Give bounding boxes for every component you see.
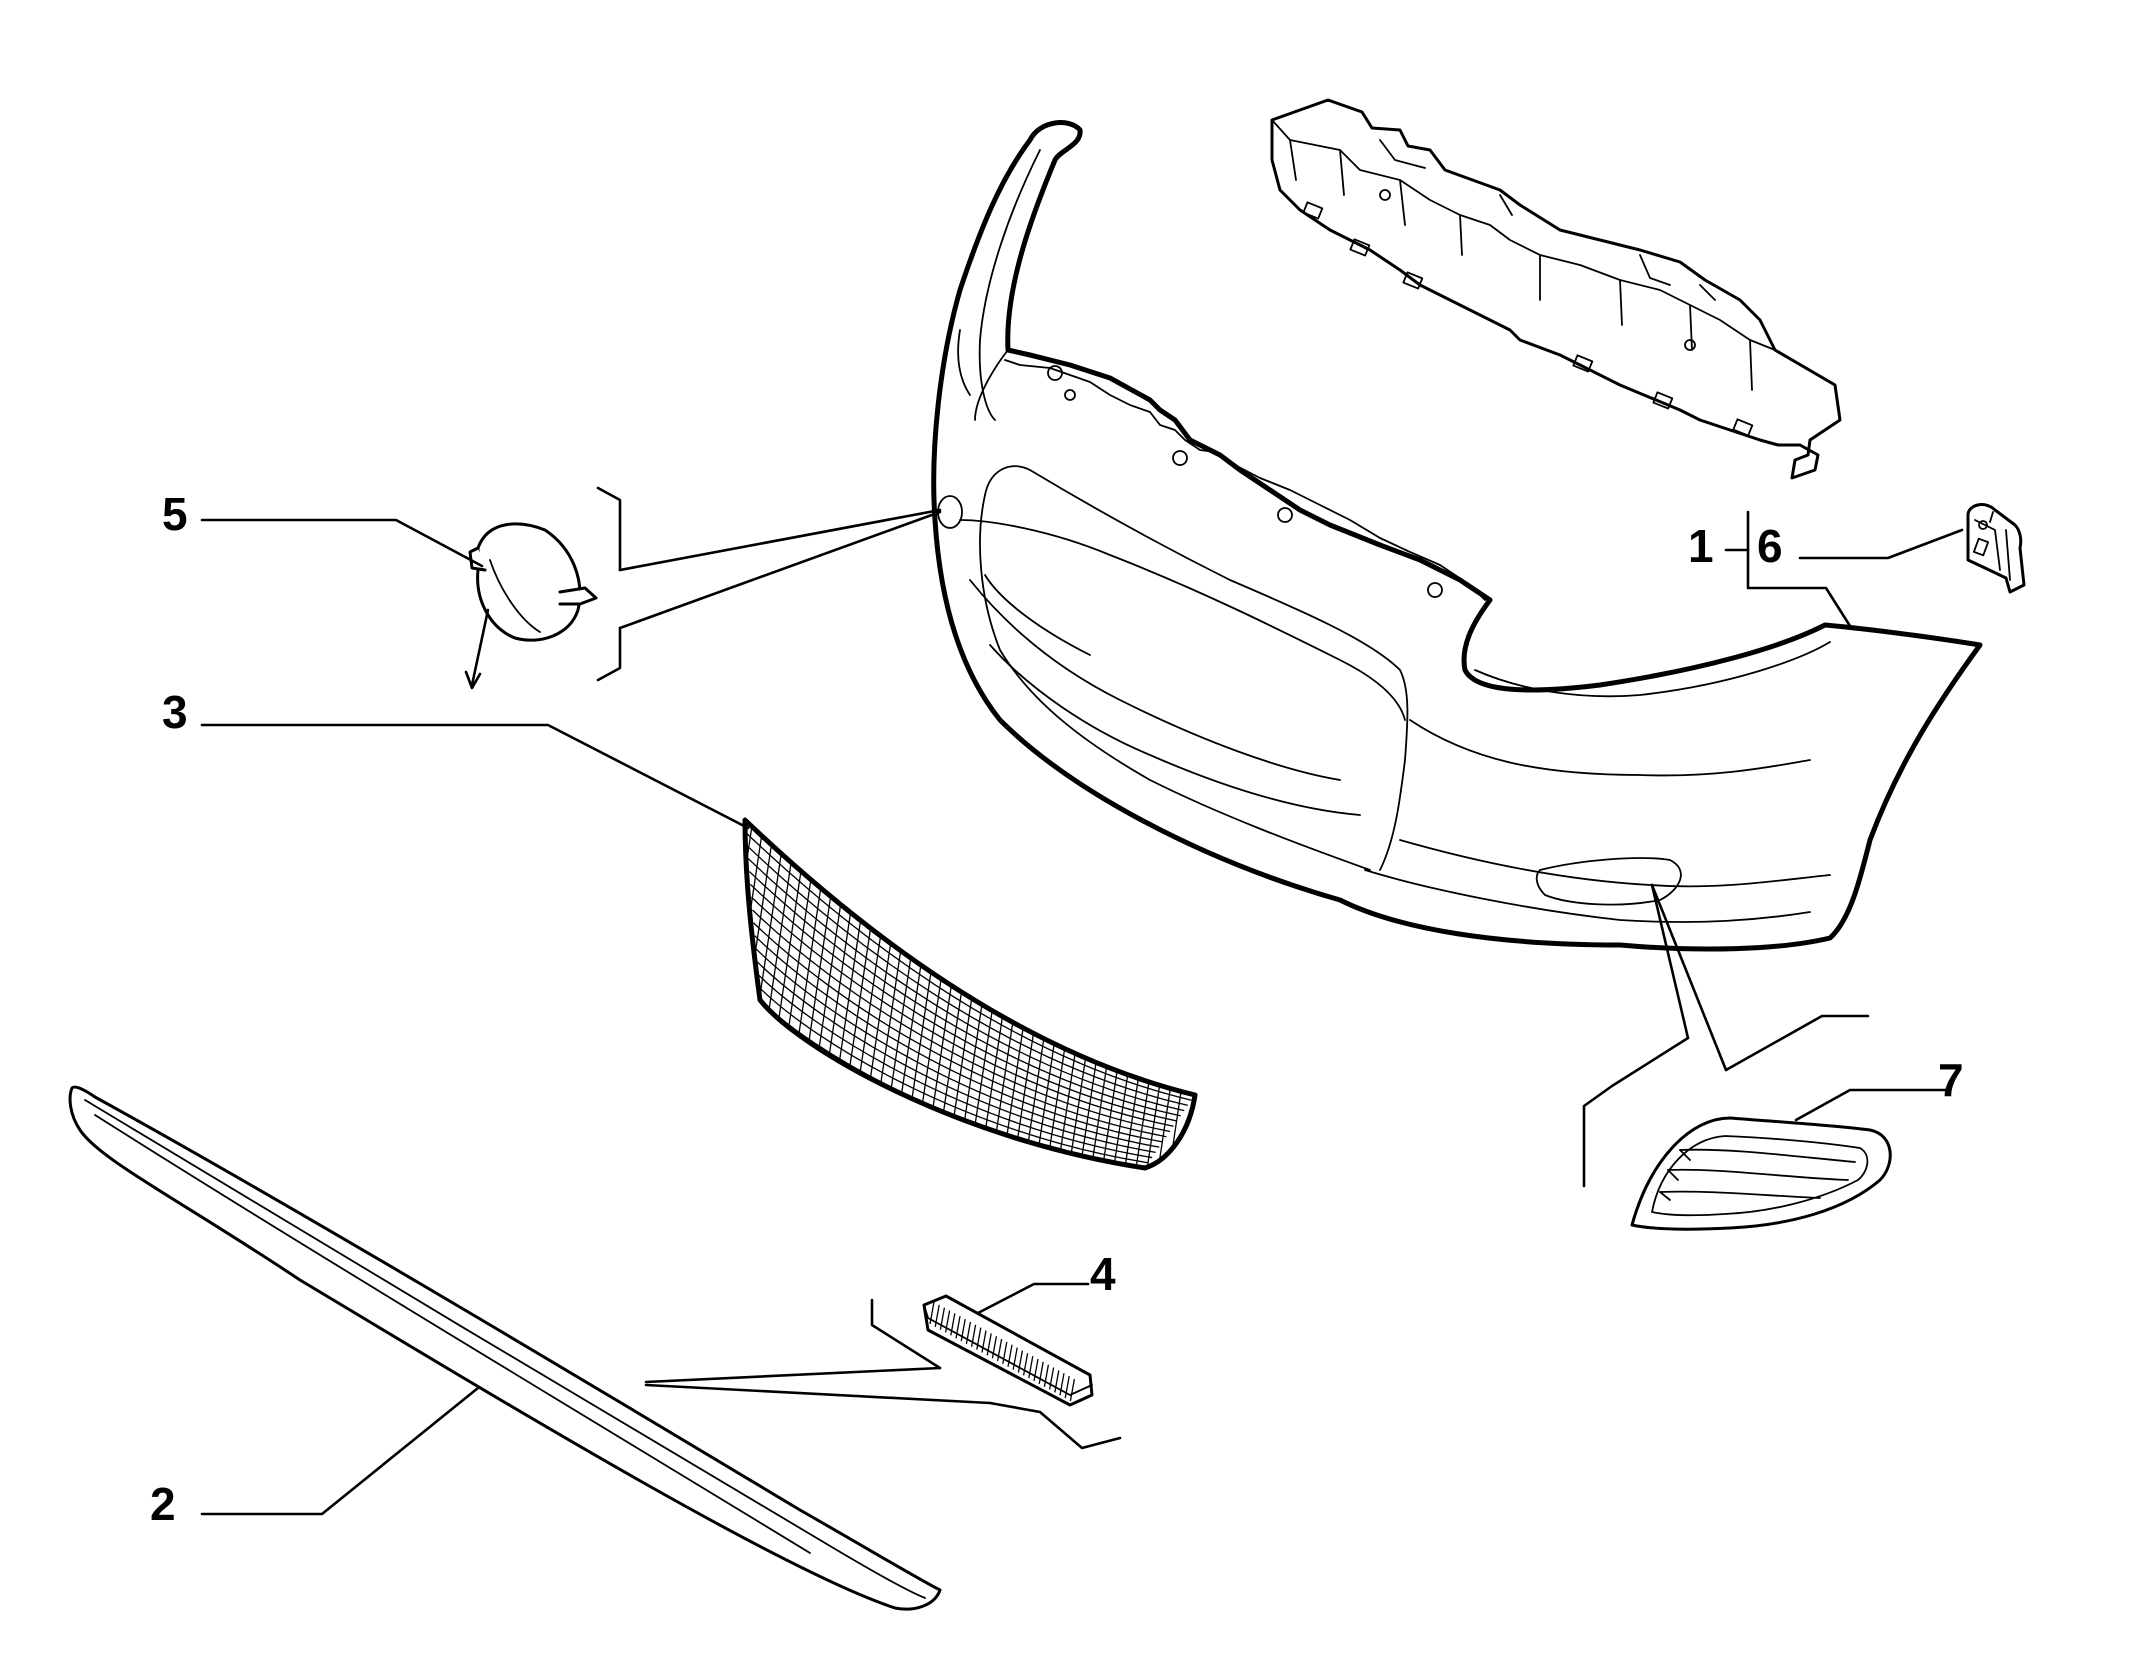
tape-hatch-pattern bbox=[929, 1301, 1076, 1402]
impact-absorber-icon bbox=[1270, 98, 1842, 480]
tow-hook-cover-icon bbox=[464, 522, 598, 690]
callout-2: 2 bbox=[150, 1478, 176, 1530]
callout-5: 5 bbox=[162, 488, 188, 540]
leader-lines bbox=[200, 486, 1964, 1516]
lower-grille-mesh-icon bbox=[742, 817, 1198, 1171]
callout-3: 3 bbox=[162, 686, 188, 738]
bumper-molding-strip-icon bbox=[68, 1085, 942, 1611]
fog-lamp-grille-icon bbox=[1630, 1116, 1892, 1231]
callout-1: 1 bbox=[1688, 520, 1714, 572]
retaining-clip-icon bbox=[1966, 503, 2026, 594]
front-bumper-icon bbox=[931, 120, 1983, 952]
callout-4: 4 bbox=[1090, 1248, 1116, 1300]
callout-6: 6 bbox=[1757, 520, 1783, 572]
callout-7: 7 bbox=[1938, 1054, 1964, 1106]
adhesive-tape-icon bbox=[922, 1294, 1094, 1407]
